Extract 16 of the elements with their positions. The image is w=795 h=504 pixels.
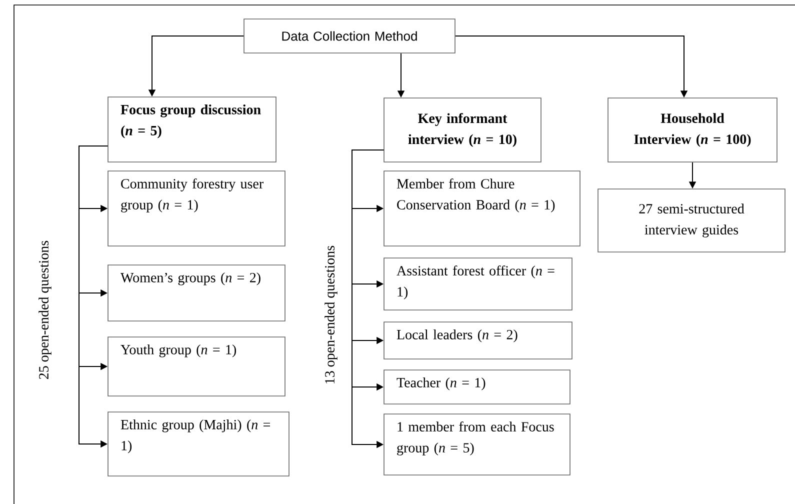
title-box: Data Collection Method <box>244 18 456 54</box>
item-box: Local leaders (n = 2) <box>384 322 572 360</box>
category-box: Key informant interview (n = 10) <box>384 98 542 162</box>
category-box: Household Interview (n = 100) <box>608 98 778 162</box>
item-box: Member from Chure Conservation Board (n = 1) <box>384 170 580 246</box>
item-box: Women’s groups (n = 2) <box>108 264 286 322</box>
item-box: Assistant forest officer (n = 1) <box>384 258 572 310</box>
side-label: 13 open-ended questions <box>324 246 338 384</box>
item-box: Community forestry user group (n = 1) <box>108 170 286 246</box>
item-box: Ethnic group (Majhi) (n = 1) <box>108 412 290 476</box>
category-box: Focus group discussion (n = 5) <box>108 96 276 162</box>
item-box: 1 member from each Focus group (n = 5) <box>384 414 570 476</box>
item-box: Youth group (n = 1) <box>108 336 286 396</box>
side-label: 25 open-ended questions <box>38 240 52 379</box>
item-box: Teacher (n = 1) <box>384 370 570 404</box>
item-box: 27 semi-structured interview guides <box>598 188 786 252</box>
